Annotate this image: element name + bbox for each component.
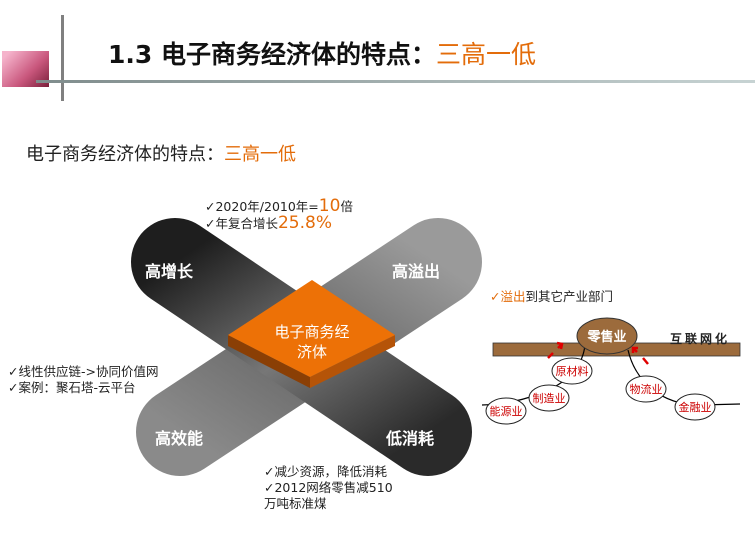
spillover-diagram: 零售业 互联网化 原材料 制造业 能源业 物流业 金融业: [481, 317, 741, 425]
label-high-efficiency: 高效能: [155, 429, 204, 448]
title-highlight: 三高一低: [436, 40, 537, 69]
subtitle: 电子商务经济体的特点：三高一低: [26, 140, 296, 166]
hub-ellipse: [576, 317, 638, 355]
consumption-line-1: ✓减少资源，降低消耗: [264, 464, 387, 479]
center-box-label: 电子商务经济体: [262, 322, 362, 362]
growth-note: ✓2020年/2010年=10倍 ✓年复合增长25.8%: [205, 198, 353, 232]
efficiency-line-2: ✓案例：聚石塔-云平台: [8, 380, 136, 395]
consumption-line-3: 万吨标准煤: [264, 496, 327, 511]
label-high-growth: 高增长: [145, 262, 194, 281]
growth-rate: 25.8%: [277, 213, 332, 233]
center-line-2: 济体: [296, 343, 327, 361]
spillover-note: ✓溢出到其它产业部门: [490, 289, 613, 305]
node-manufacturing: 制造业: [533, 391, 566, 405]
consumption-line-2: ✓2012网络零售减510: [264, 480, 393, 495]
node-logistics: 物流业: [630, 382, 663, 396]
center-box-top-face: [228, 280, 395, 377]
title-vertical-bar: [61, 15, 64, 101]
subtitle-text: 电子商务经济体的特点：: [26, 144, 224, 165]
center-box-right-face: [310, 335, 395, 388]
node-raw-materials: 原材料: [556, 364, 589, 378]
bar-label: 互联网化: [670, 331, 730, 346]
subtitle-highlight: 三高一低: [224, 144, 296, 165]
hub-label: 零售业: [586, 329, 626, 345]
node-finance: 金融业: [679, 400, 712, 414]
label-low-consumption: 低消耗: [386, 429, 435, 448]
label-high-spillover: 高溢出: [392, 262, 441, 281]
check-icon: ✓: [490, 289, 501, 304]
efficiency-line-1: ✓线性供应链->协同价值网: [8, 364, 159, 379]
growth-multiple: 10: [318, 196, 341, 216]
center-box-left-face: [228, 335, 310, 388]
center-line-1: 电子商务经: [274, 323, 350, 341]
page-title: 1.3 电子商务经济体的特点：三高一低: [108, 35, 536, 71]
efficiency-note: ✓线性供应链->协同价值网 ✓案例：聚石塔-云平台: [8, 364, 158, 396]
node-energy: 能源业: [490, 404, 523, 418]
title-text: 1.3 电子商务经济体的特点：: [108, 40, 436, 69]
spillover-highlight: 溢出: [500, 289, 526, 304]
growth-line1-suffix: 倍: [340, 199, 353, 214]
consumption-note: ✓减少资源，降低消耗 ✓2012网络零售减510 万吨标准煤: [264, 464, 393, 512]
title-underline: [36, 80, 755, 83]
red-arrows: [547, 341, 649, 365]
growth-line2-text: ✓年复合增长: [205, 216, 278, 231]
growth-line1-text: ✓2020年/2010年=: [205, 199, 319, 214]
spillover-text: 到其它产业部门: [525, 289, 614, 304]
